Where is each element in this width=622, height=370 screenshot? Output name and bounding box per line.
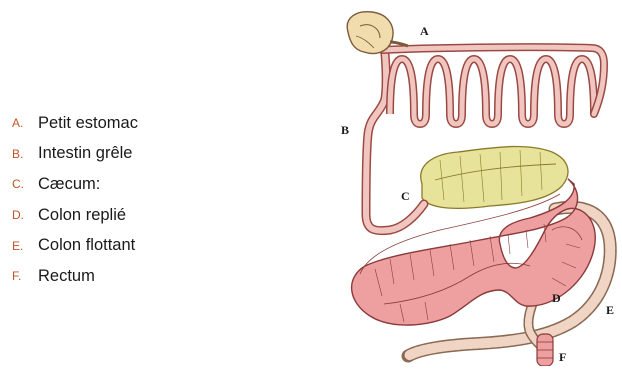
diagram-label-b: B xyxy=(341,123,349,137)
diagram-label-c: C xyxy=(401,189,410,203)
legend-item-d: D. Colon replié xyxy=(12,200,138,231)
legend-text: Rectum xyxy=(38,267,95,286)
legend-text: Intestin grêle xyxy=(38,144,132,163)
rectum-shape xyxy=(537,334,553,366)
legend-text: Colon replié xyxy=(38,206,126,225)
legend-letter: B. xyxy=(12,147,38,161)
legend-letter: C. xyxy=(12,177,38,191)
legend-item-e: E. Colon flottant xyxy=(12,230,138,261)
legend-text: Petit estomac xyxy=(38,114,138,133)
diagram-label-a: A xyxy=(420,24,429,38)
legend-item-f: F. Rectum xyxy=(12,261,138,292)
legend-letter: F. xyxy=(12,269,38,283)
legend-letter: A. xyxy=(12,116,38,130)
diagram-label-d: D xyxy=(552,291,561,305)
legend-list: A. Petit estomac B. Intestin grêle C. Cæ… xyxy=(12,108,138,292)
legend-item-c: C. Cæcum: xyxy=(12,169,138,200)
legend-item-a: A. Petit estomac xyxy=(12,108,138,139)
legend-item-b: B. Intestin grêle xyxy=(12,139,138,170)
legend-text: Colon flottant xyxy=(38,236,135,255)
diagram-label-e: E xyxy=(606,303,614,317)
diagram-label-f: F xyxy=(559,350,566,364)
caecum-shape xyxy=(421,147,568,209)
digestive-tract-illustration: A B C D E F xyxy=(330,4,622,366)
legend-letter: D. xyxy=(12,208,38,222)
legend-letter: E. xyxy=(12,239,38,253)
legend-text: Cæcum: xyxy=(38,175,100,194)
